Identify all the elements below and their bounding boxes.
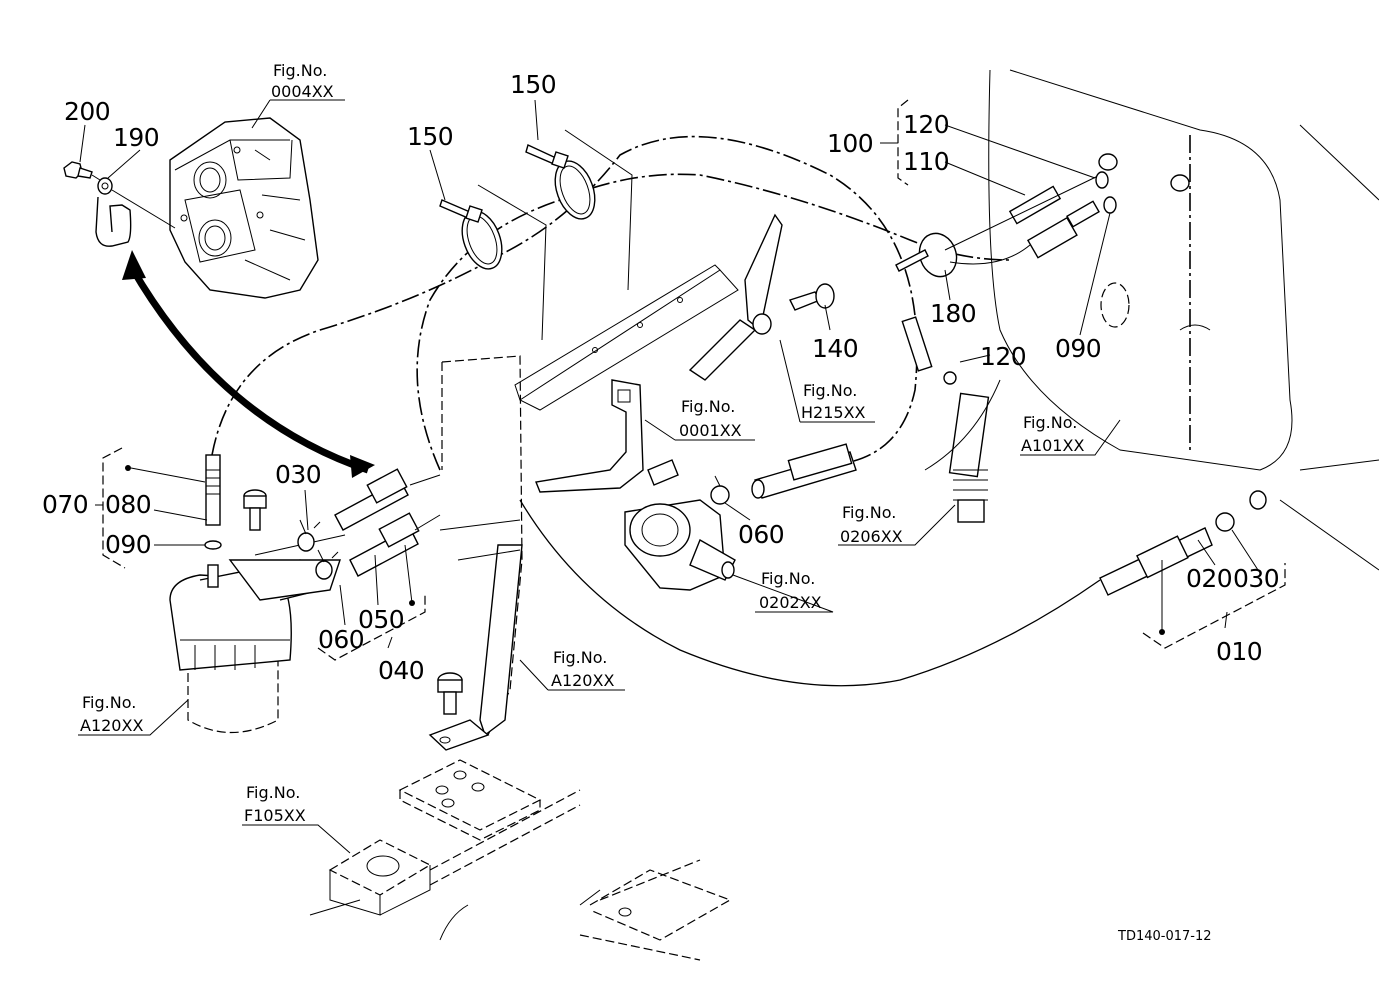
clip-030a bbox=[297, 519, 321, 552]
svg-text:Fig.No.: Fig.No. bbox=[246, 783, 300, 802]
hose-clamp-150b bbox=[525, 144, 596, 220]
label-part-100: 100 bbox=[827, 129, 873, 158]
pipe-bracket bbox=[535, 379, 644, 493]
figref-a120xx-stay: Fig.No. A120XX bbox=[551, 648, 614, 690]
svg-text:0001XX: 0001XX bbox=[679, 421, 742, 440]
svg-text:F105XX: F105XX bbox=[244, 806, 306, 825]
label-part-010: 010 bbox=[1216, 637, 1262, 666]
figref-0206xx: Fig.No. 0206XX bbox=[840, 503, 903, 546]
engine-block-drawing bbox=[169, 117, 319, 299]
fuel-filter-drawing bbox=[169, 534, 346, 734]
label-part-060b: 060 bbox=[738, 520, 784, 549]
stay-drawing bbox=[428, 355, 523, 751]
cap-120a bbox=[1098, 153, 1118, 171]
label-part-090b: 090 bbox=[105, 530, 151, 559]
injection-pump-drawing bbox=[624, 459, 736, 591]
bolt-filter bbox=[243, 489, 267, 531]
tube-assembly-070 bbox=[204, 454, 222, 550]
figref-a101xx: Fig.No. A101XX bbox=[1021, 413, 1084, 455]
cap-090a bbox=[1170, 174, 1190, 192]
label-part-190: 190 bbox=[113, 123, 159, 152]
svg-text:Fig.No.: Fig.No. bbox=[761, 569, 815, 588]
label-part-070: 070 bbox=[42, 490, 88, 519]
pipe-assembly-040 bbox=[334, 468, 441, 577]
bolt-stay bbox=[437, 672, 463, 715]
svg-text:Fig.No.: Fig.No. bbox=[273, 61, 327, 80]
clip-120a bbox=[1095, 171, 1109, 189]
label-part-030a: 030 bbox=[275, 460, 321, 489]
svg-text:H215XX: H215XX bbox=[801, 403, 866, 422]
svg-text:0206XX: 0206XX bbox=[840, 527, 903, 546]
clamp-190 bbox=[95, 177, 132, 247]
figref-0001xx: Fig.No. 0001XX bbox=[679, 397, 742, 440]
label-part-150b: 150 bbox=[510, 70, 556, 99]
hose-clamp-150a bbox=[439, 199, 503, 270]
svg-text:Fig.No.: Fig.No. bbox=[1023, 413, 1077, 432]
svg-text:0202XX: 0202XX bbox=[759, 593, 822, 612]
drawing-code: TD140-017-12 bbox=[1117, 929, 1212, 944]
clip-090a bbox=[1103, 196, 1117, 214]
return-pipe-assembly-100 bbox=[895, 174, 1101, 278]
svg-text:Fig.No.: Fig.No. bbox=[842, 503, 896, 522]
label-part-200: 200 bbox=[64, 97, 110, 126]
label-part-080: 080 bbox=[105, 490, 151, 519]
leak-pipe-120 bbox=[901, 316, 957, 385]
figref-a120xx-filter: Fig.No. A120XX bbox=[80, 693, 143, 735]
label-part-020: 020 bbox=[1186, 564, 1232, 593]
svg-text:A120XX: A120XX bbox=[551, 671, 614, 690]
figref-0202xx: Fig.No. 0202XX bbox=[759, 569, 822, 612]
svg-text:A101XX: A101XX bbox=[1021, 436, 1084, 455]
figref-h215xx: Fig.No. H215XX bbox=[801, 381, 866, 422]
label-part-120a: 120 bbox=[903, 110, 949, 139]
bracket-drawing bbox=[514, 213, 783, 411]
label-part-180: 180 bbox=[930, 299, 976, 328]
figref-f105xx: Fig.No. F105XX bbox=[244, 783, 306, 825]
label-part-140: 140 bbox=[812, 334, 858, 363]
svg-text:Fig.No.: Fig.No. bbox=[681, 397, 735, 416]
label-part-090a: 090 bbox=[1055, 334, 1101, 363]
fuel-tank-outline bbox=[988, 69, 1293, 471]
leader-lines bbox=[78, 99, 1286, 854]
pipe-060-hose bbox=[751, 443, 857, 499]
label-part-150a: 150 bbox=[407, 122, 453, 151]
bolt-200 bbox=[63, 161, 93, 179]
label-part-110: 110 bbox=[903, 147, 949, 176]
pipe-assembly-010 bbox=[1099, 490, 1267, 596]
bolt-140 bbox=[752, 283, 835, 335]
injector-drawing bbox=[924, 379, 1001, 523]
frame-drawing bbox=[309, 759, 732, 961]
label-part-060a: 060 bbox=[318, 625, 364, 654]
label-part-050: 050 bbox=[358, 605, 404, 634]
svg-text:Fig.No.: Fig.No. bbox=[553, 648, 607, 667]
clip-060b bbox=[710, 475, 730, 505]
svg-text:Fig.No.: Fig.No. bbox=[803, 381, 857, 400]
label-part-030b: 030 bbox=[1233, 564, 1279, 593]
label-part-120b: 120 bbox=[980, 342, 1026, 371]
assembly-arrow bbox=[128, 266, 370, 474]
clip-060a bbox=[315, 549, 339, 580]
svg-text:Fig.No.: Fig.No. bbox=[82, 693, 136, 712]
svg-text:0004XX: 0004XX bbox=[271, 82, 334, 101]
figref-0004xx: Fig.No. 0004XX bbox=[271, 61, 334, 101]
svg-text:A120XX: A120XX bbox=[80, 716, 143, 735]
label-part-040: 040 bbox=[378, 656, 424, 685]
